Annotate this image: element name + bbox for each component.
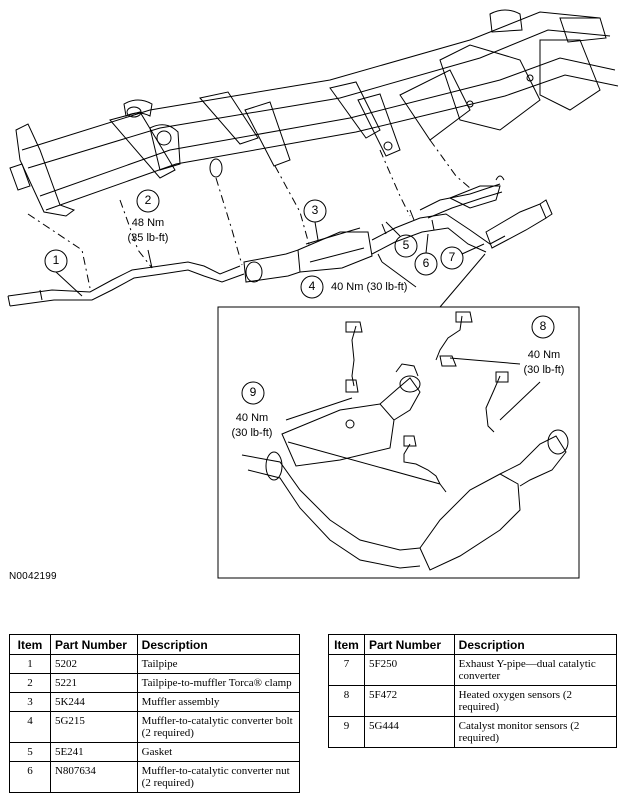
table-row: 1 5202 Tailpipe (9, 654, 301, 674)
table-header-row: Item Part Number Description (9, 634, 301, 655)
exhaust-system-diagram: 1 2 48 Nm (35 lb-ft) 3 4 40 Nm (30 lb-ft… (7, 9, 619, 579)
cell-description: Muffler assembly (136, 692, 301, 712)
y-pipe-upper (371, 175, 553, 263)
callout-9-label: 9 (249, 385, 257, 399)
callout-7-label: 7 (448, 250, 456, 264)
callout-5-label: 5 (402, 238, 410, 252)
callout-9-torque-nm: 40 Nm (235, 412, 269, 424)
cell-item: 5 (9, 742, 51, 762)
callout-9-torque-lbft: (30 lb-ft) (231, 427, 273, 439)
table-row: 8 5F472 Heated oxygen sensors (2 require… (328, 685, 618, 717)
cell-description: Tailpipe (136, 654, 301, 674)
vehicle-frame (9, 9, 619, 217)
callout-1 (44, 249, 83, 297)
parts-table-left: Item Part Number Description 1 5202 Tail… (9, 634, 301, 793)
callout-8-label: 8 (539, 319, 547, 333)
table-row: 6 N807634 Muffler-to-catalytic converter… (9, 761, 301, 793)
cell-part-number: 5221 (49, 673, 138, 693)
callout-8 (449, 315, 555, 421)
header-part-number: Part Number (49, 634, 138, 655)
header-description: Description (453, 634, 618, 655)
cell-item: 6 (9, 761, 51, 793)
detail-y-pipe (241, 311, 569, 571)
cell-description: Exhaust Y-pipe—dual catalytic converter (453, 654, 618, 686)
cell-item: 4 (9, 711, 51, 743)
cell-description: Tailpipe-to-muffler Torca® clamp (136, 673, 301, 693)
exhaust-assembly (7, 175, 553, 307)
callout-9 (241, 381, 441, 485)
cell-description: Catalyst monitor sensors (2 required) (453, 716, 618, 748)
callout-2 (136, 189, 160, 269)
table-row: 7 5F250 Exhaust Y-pipe—dual catalytic co… (328, 654, 618, 686)
callout-8-torque-nm: 40 Nm (527, 349, 561, 361)
header-item: Item (9, 634, 51, 655)
callout-2-label: 2 (144, 193, 152, 207)
table-row: 4 5G215 Muffler-to-catalytic converter b… (9, 711, 301, 743)
cell-description: Heated oxygen sensors (2 required) (453, 685, 618, 717)
callout-4 (300, 261, 417, 299)
table-header-row: Item Part Number Description (328, 634, 618, 655)
table-row: 9 5G444 Catalyst monitor sensors (2 requ… (328, 716, 618, 748)
cell-part-number: 5G215 (49, 711, 138, 743)
cell-part-number: 5K244 (49, 692, 138, 712)
cell-part-number: N807634 (49, 761, 138, 793)
figure-id: N0042199 (9, 571, 57, 582)
cell-description: Muffler-to-catalytic converter bolt (2 r… (136, 711, 301, 743)
callout-4-torque: 40 Nm (30 lb-ft) (331, 281, 408, 293)
hanger-leaders (27, 139, 471, 289)
cell-item: 9 (328, 716, 365, 748)
header-part-number: Part Number (363, 634, 455, 655)
callout-5 (385, 221, 418, 258)
callout-2-torque-nm: 48 Nm (131, 217, 165, 229)
cell-item: 3 (9, 692, 51, 712)
header-item: Item (328, 634, 365, 655)
cell-item: 1 (9, 654, 51, 674)
callout-2-torque-lbft: (35 lb-ft) (127, 232, 169, 244)
cell-part-number: 5F472 (363, 685, 455, 717)
callout-6 (414, 233, 438, 276)
table-row: 5 5E241 Gasket (9, 742, 301, 762)
cell-description: Gasket (136, 742, 301, 762)
cell-item: 7 (328, 654, 365, 686)
cell-part-number: 5G444 (363, 716, 455, 748)
muffler (243, 227, 373, 283)
table-row: 2 5221 Tailpipe-to-muffler Torca® clamp (9, 673, 301, 693)
header-description: Description (136, 634, 301, 655)
cell-part-number: 5202 (49, 654, 138, 674)
callout-3-label: 3 (311, 203, 319, 217)
diagram-artwork (7, 9, 619, 579)
cell-item: 8 (328, 685, 365, 717)
callout-1-label: 1 (52, 253, 60, 267)
callout-8-torque-lbft: (30 lb-ft) (523, 364, 565, 376)
cell-item: 2 (9, 673, 51, 693)
callout-7 (440, 243, 485, 270)
cell-part-number: 5E241 (49, 742, 138, 762)
callout-3 (303, 199, 327, 241)
parts-table-right: Item Part Number Description 7 5F250 Exh… (328, 634, 618, 748)
detail-view-frame (217, 306, 580, 579)
callout-4-label: 4 (308, 279, 316, 293)
tailpipe (7, 261, 241, 297)
table-row: 3 5K244 Muffler assembly (9, 692, 301, 712)
callout-6-label: 6 (422, 256, 430, 270)
cell-description: Muffler-to-catalytic converter nut (2 re… (136, 761, 301, 793)
cell-part-number: 5F250 (363, 654, 455, 686)
